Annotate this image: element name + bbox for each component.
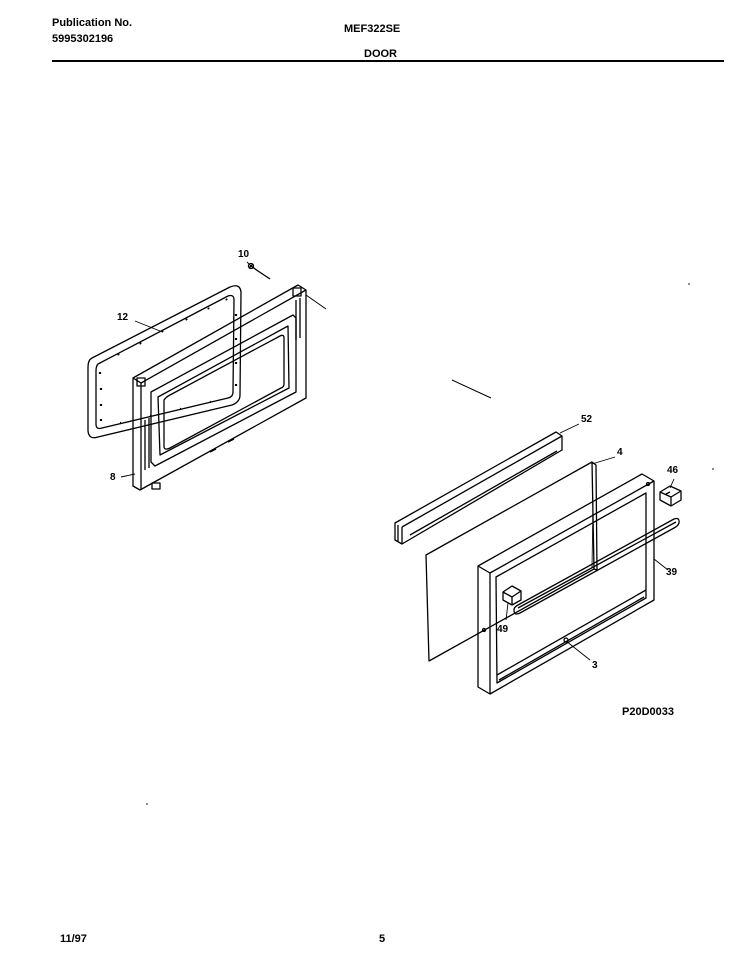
inner-frame-part-8 [132, 284, 327, 491]
callout-10: 10 [238, 249, 250, 260]
callout-4: 4 [617, 447, 623, 458]
publication-label: Publication No. [52, 17, 133, 29]
trim-channel-part-52 [394, 431, 563, 545]
callout-49: 49 [497, 624, 509, 635]
callout-46: 46 [667, 465, 679, 476]
footer-date: 11/97 [60, 933, 87, 945]
callout-52: 52 [581, 414, 593, 425]
callout-12: 12 [117, 312, 129, 323]
model-number: MEF322SE [344, 23, 401, 35]
publication-number: 5995302196 [52, 33, 114, 45]
outer-door-frame-part-3 [477, 473, 655, 695]
page-number: 5 [379, 933, 386, 945]
section-title: DOOR [364, 48, 397, 60]
handle-bracket-part-49 [502, 585, 522, 606]
handle-part-39 [513, 517, 680, 615]
callout-8: 8 [110, 472, 116, 483]
callout-3: 3 [592, 660, 598, 671]
header-rule [52, 60, 724, 62]
screw-part-10 [247, 262, 271, 280]
callout-39: 39 [666, 567, 678, 578]
drawing-code: P20D0033 [622, 706, 674, 718]
end-cap-part-46 [659, 485, 682, 507]
